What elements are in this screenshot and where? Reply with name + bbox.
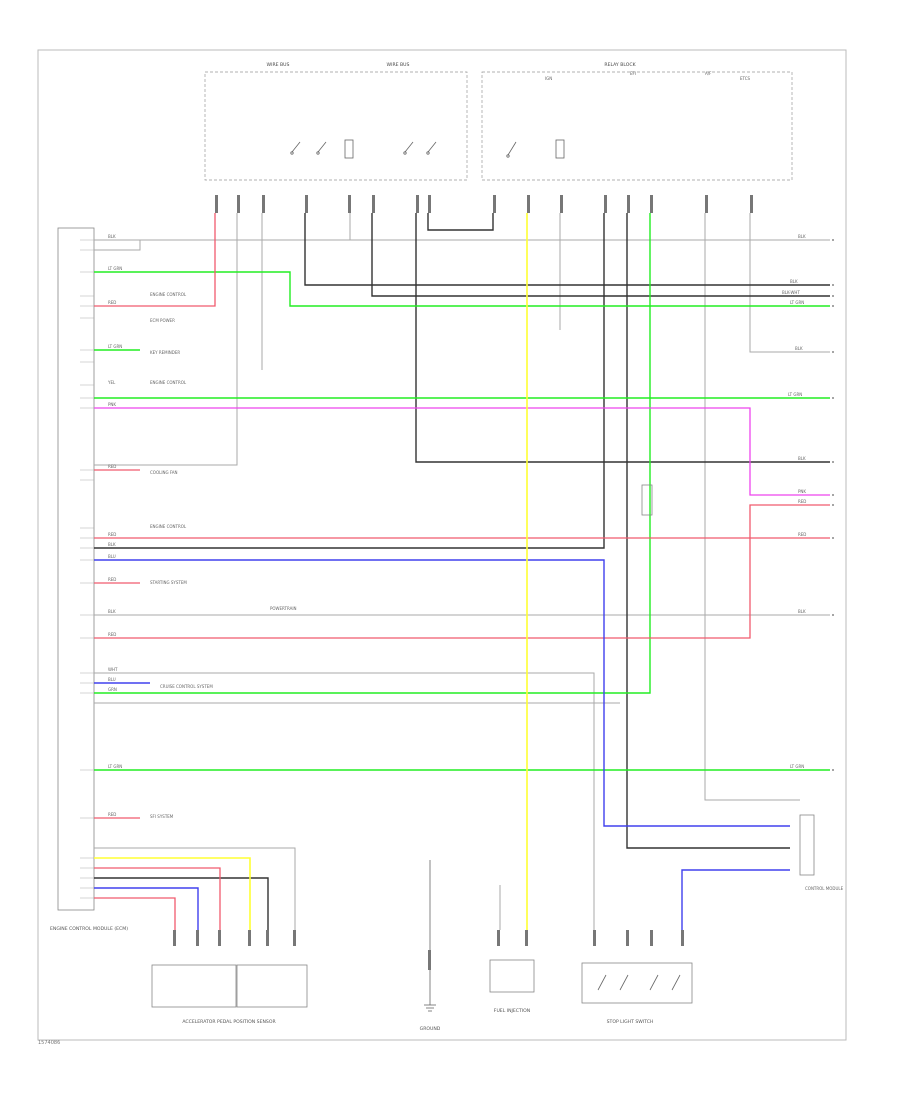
svg-text:SFI SYSTEM: SFI SYSTEM [150, 814, 174, 819]
svg-text:BLK-WHT: BLK-WHT [782, 290, 800, 295]
svg-text:ECM POWER: ECM POWER [150, 318, 175, 323]
right-terminals [832, 239, 834, 771]
ground-connector [428, 950, 431, 970]
relay-col-3: A/F [705, 71, 712, 76]
ecm-module [57, 227, 95, 911]
right-connector-block [799, 814, 815, 876]
svg-text:ENGINE CONTROL: ENGINE CONTROL [150, 292, 187, 297]
relay-block-top-right [481, 71, 793, 181]
fuse-component [641, 484, 653, 516]
svg-text:RED: RED [108, 532, 116, 537]
svg-text:LT GRN: LT GRN [108, 266, 122, 271]
wires-green [94, 213, 830, 771]
svg-text:LT GRN: LT GRN [790, 764, 804, 769]
wires-yellow [94, 213, 528, 930]
relay-switch-1 [290, 139, 565, 159]
fuel-injection-box [489, 959, 535, 993]
svg-text:BLK: BLK [108, 542, 116, 547]
stop-light-switch-box [581, 962, 693, 1004]
sensor-connectors [173, 930, 296, 946]
fuel-injection-label: FUEL INJECTION [494, 1008, 530, 1014]
svg-text:BLK: BLK [790, 279, 798, 284]
svg-text:RED: RED [108, 464, 116, 469]
svg-text:RED: RED [108, 577, 116, 582]
wires-black [94, 213, 830, 930]
svg-text:BLK: BLK [795, 346, 803, 351]
svg-text:BLK: BLK [108, 234, 116, 239]
ground-label: GROUND [420, 1026, 441, 1032]
stop-light-switch-label: STOP LIGHT SWITCH [607, 1019, 654, 1025]
svg-text:PNK: PNK [108, 402, 116, 407]
svg-text:COOLING FAN: COOLING FAN [150, 470, 178, 475]
accel-sensor-left [151, 964, 237, 1008]
relay-block-label: RELAY BLOCK [604, 62, 636, 68]
ground-icon [424, 860, 436, 1012]
diagram-frame [37, 49, 847, 1041]
svg-text:GRN: GRN [108, 687, 117, 692]
svg-text:RED: RED [108, 632, 116, 637]
svg-text:BLK: BLK [798, 456, 806, 461]
svg-text:LT GRN: LT GRN [788, 392, 802, 397]
accel-sensor-label: ACCELERATOR PEDAL POSITION SENSOR [182, 1019, 276, 1025]
svg-text:RED: RED [798, 532, 806, 537]
accel-sensor-right [236, 964, 308, 1008]
relay-col-4: ETCS [740, 76, 751, 81]
svg-text:STARTING SYSTEM: STARTING SYSTEM [150, 580, 187, 585]
wires-red [94, 213, 830, 930]
top-connectors [215, 195, 753, 213]
bus-top-right-label: WIRE BUS [387, 62, 410, 68]
svg-text:POWERTRAIN: POWERTRAIN [270, 606, 297, 611]
svg-text:CRUISE CONTROL SYSTEM: CRUISE CONTROL SYSTEM [160, 684, 213, 689]
relay-col-2: EFI [630, 71, 636, 76]
wires-gray [94, 213, 830, 930]
svg-text:BLK: BLK [108, 609, 116, 614]
wire-labels-left: BLK LT GRN RED LT GRN YEL PNK RED RED BL… [107, 234, 122, 817]
svg-text:BLK: BLK [798, 609, 806, 614]
svg-text:BLU: BLU [108, 554, 116, 559]
ecm-label: ENGINE CONTROL MODULE (ECM) [50, 926, 128, 932]
bus-top-left-label: WIRE BUS [267, 62, 290, 68]
svg-text:BLK: BLK [798, 234, 806, 239]
wire-labels-right: BLK BLK BLK-WHT LT GRN BLK LT GRN BLK PN… [782, 234, 806, 769]
relay-col-1: IGN [545, 76, 552, 81]
svg-text:LT GRN: LT GRN [108, 344, 122, 349]
svg-text:PNK: PNK [798, 489, 806, 494]
svg-text:RED: RED [108, 300, 116, 305]
system-labels: ENGINE CONTROL ECM POWER KEY REMINDER EN… [150, 292, 297, 819]
svg-text:BLU: BLU [108, 677, 116, 682]
svg-text:LT GRN: LT GRN [790, 300, 804, 305]
wires-magenta [94, 407, 830, 496]
svg-text:RED: RED [108, 812, 116, 817]
stop-light-switch-connectors [593, 930, 684, 946]
svg-text:WHT: WHT [108, 667, 118, 672]
diagram-code: 1574086 [38, 1040, 61, 1046]
wire-bus-top-left [204, 71, 468, 181]
svg-text:ENGINE CONTROL: ENGINE CONTROL [150, 380, 187, 385]
svg-text:RED: RED [798, 499, 806, 504]
stop-light-switch-contacts [597, 974, 681, 991]
ecm-pins [80, 239, 94, 899]
svg-text:LT GRN: LT GRN [108, 764, 122, 769]
fuel-injection-connectors [497, 930, 528, 946]
svg-text:ENGINE CONTROL: ENGINE CONTROL [150, 524, 187, 529]
wires-blue [94, 559, 790, 930]
control-right-label: CONTROL MODULE [805, 886, 844, 891]
svg-text:KEY REMINDER: KEY REMINDER [150, 350, 180, 355]
svg-text:YEL: YEL [107, 380, 116, 385]
